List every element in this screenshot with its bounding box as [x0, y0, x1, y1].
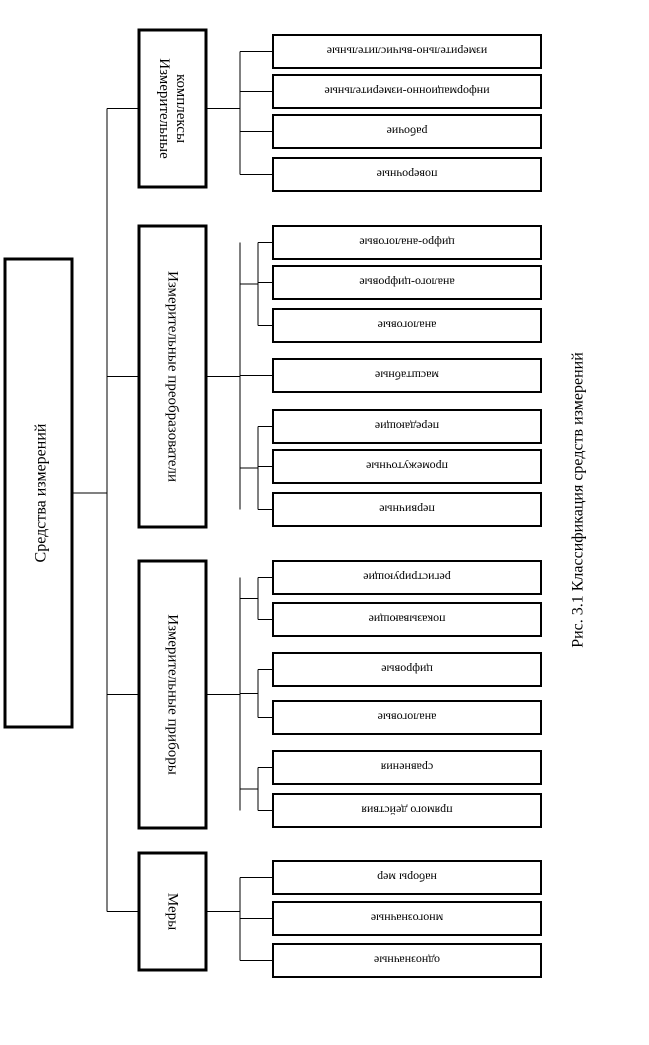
subcategory-node: аналоговые [272, 700, 542, 735]
subcategory-label: рабочие [387, 125, 428, 139]
subcategory-node: многозначные [272, 901, 542, 936]
subcategory-items: измерительно-вычислительные информационно… [272, 34, 542, 978]
subcategory-node: наборы мер [272, 860, 542, 895]
subcategory-label: показывающие [369, 613, 446, 627]
subcategory-label: сравнения [380, 761, 433, 775]
subcategory-node: измерительно-вычислительные [272, 34, 542, 69]
category-node: Меры [137, 851, 208, 972]
subcategory-label: аналоговые [378, 319, 437, 333]
subcategory-label: масштабные [375, 369, 439, 383]
subcategory-label: многозначные [371, 912, 444, 926]
subcategory-node: однозначные [272, 943, 542, 978]
subcategory-node: аналоговые [272, 308, 542, 343]
category-label: комплексы [173, 74, 189, 143]
subcategory-node: регистрирующие [272, 560, 542, 595]
subcategory-label: цифро-аналоговые [359, 236, 454, 250]
subcategory-label: промежуточные [366, 460, 448, 474]
subcategory-node: масштабные [272, 358, 542, 393]
root-node: Средства измерений [3, 257, 74, 729]
category-node: Измерительные преобразователи [137, 224, 208, 529]
category-label: Измерительные преобразователи [165, 271, 181, 482]
subcategory-label: первичные [379, 503, 435, 517]
subcategory-label: информационно-измерительные [324, 85, 489, 99]
subcategory-label: наборы мер [377, 871, 437, 885]
connector-lines [72, 51, 273, 961]
subcategory-node: передающие [272, 409, 542, 444]
subcategory-node: рабочие [272, 114, 542, 149]
subcategory-node: прямого действия [272, 793, 542, 828]
subcategory-label: регистрирующие [363, 571, 451, 585]
subcategory-node: сравнения [272, 750, 542, 785]
subcategory-node: первичные [272, 492, 542, 527]
root-label: Средства измерений [33, 423, 50, 562]
subcategory-node: показывающие [272, 602, 542, 637]
subcategory-label: цифровые [381, 663, 433, 677]
subcategory-label: однозначные [374, 954, 440, 968]
subcategory-node: цифровые [272, 652, 542, 687]
subcategory-node: поверочные [272, 157, 542, 192]
subcategory-node: цифро-аналоговые [272, 225, 542, 260]
subcategory-node: информационно-измерительные [272, 74, 542, 109]
figure-caption: Рис. 3.1 Классификация средств измерений [570, 352, 587, 648]
subcategory-label: передающие [375, 420, 439, 434]
category-label: Измерительные [156, 58, 172, 159]
subcategory-label: аналого-цифровые [359, 276, 454, 290]
category-label: Измерительные приборы [165, 614, 181, 775]
subcategory-label: аналоговые [378, 711, 437, 725]
subcategory-node: аналого-цифровые [272, 265, 542, 300]
category-node: Измерительные приборы [137, 559, 208, 830]
subcategory-label: измерительно-вычислительные [327, 45, 488, 59]
subcategory-label: прямого действия [361, 804, 453, 818]
subcategory-node: промежуточные [272, 449, 542, 484]
subcategory-label: поверочные [377, 168, 438, 182]
category-label: Меры [165, 893, 181, 930]
